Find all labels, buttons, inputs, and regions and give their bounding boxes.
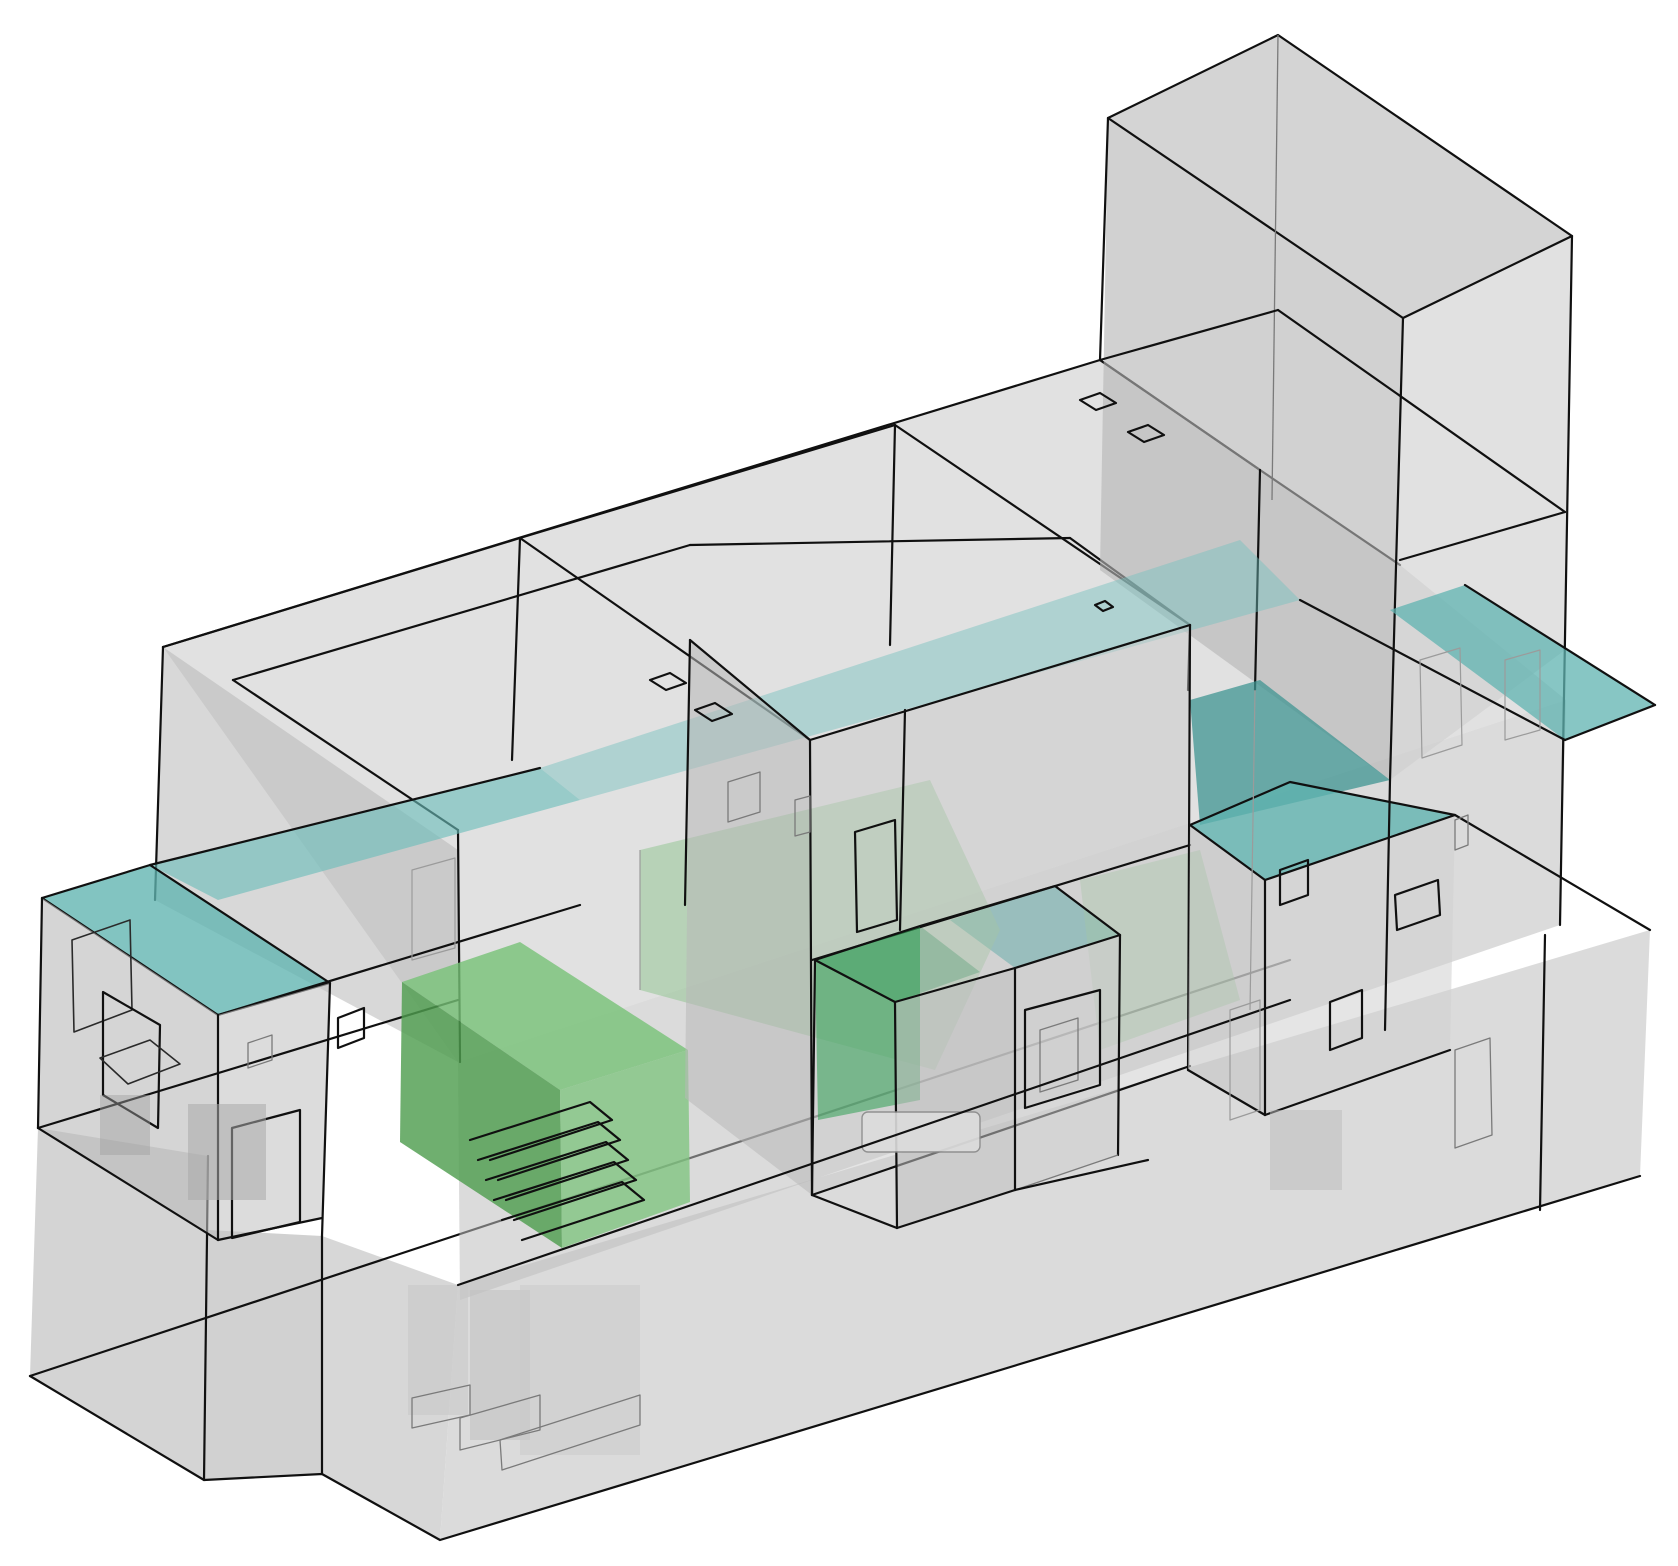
tower-back-edge (1271, 34, 1279, 501)
window-outline (247, 1034, 273, 1069)
window-outline (853, 818, 899, 934)
window-outline (99, 1039, 181, 1085)
roof-vents (648, 391, 1166, 723)
vent-outline (1126, 423, 1166, 444)
small-block-edge-5 (810, 1193, 899, 1230)
central-block-left (685, 640, 812, 1195)
left-wing-edge-4 (36, 1126, 220, 1242)
upper-vert-2 (888, 423, 897, 647)
window-outline (1278, 858, 1310, 907)
slab-edge-f (1563, 703, 1657, 742)
central-edge-3 (683, 638, 692, 907)
right-block-edge-6 (1453, 813, 1652, 932)
green-volume-right (560, 1050, 690, 1248)
left-wing-edge-1 (36, 896, 44, 1130)
upper-block-left-edge (153, 645, 165, 902)
right-block-front (1188, 825, 1265, 1115)
window-outline (1328, 988, 1364, 1052)
vent-outline (648, 671, 688, 692)
window-outline (794, 795, 811, 837)
vent-outline (693, 701, 734, 723)
corridor-floor-outline (499, 1394, 641, 1471)
slab-center-top (1190, 680, 1390, 825)
window-outline (336, 1006, 366, 1050)
central-edge-5 (808, 623, 1192, 742)
door-outline (1023, 988, 1102, 1110)
green-volume-top (402, 942, 688, 1090)
base-front-face (30, 1128, 208, 1480)
slab-edge-e (1463, 583, 1657, 707)
corridor-shaft (520, 1285, 640, 1455)
slab-edge-c (216, 903, 582, 1017)
tower-right-edge (1558, 234, 1574, 927)
tower-left-edge (1098, 116, 1110, 362)
green-volume-large (400, 942, 690, 1248)
base-step-face (204, 1230, 322, 1480)
fixture-block (100, 1095, 150, 1155)
slab-left-top (42, 865, 330, 1015)
fixture-block (188, 1104, 266, 1200)
central-edge-1 (688, 638, 812, 742)
left-wing-edge-3 (320, 981, 332, 1238)
right-block-edge-4 (1383, 778, 1392, 1032)
tower-vert-inner (1253, 468, 1262, 692)
small-block-front (895, 968, 1015, 1228)
bench-fixture (861, 1111, 981, 1153)
tower-ledge-2 (1276, 308, 1567, 514)
upper-inner-edge-b (231, 543, 692, 682)
small-block-edge-4 (810, 958, 817, 1197)
slab-right-top (1390, 585, 1655, 740)
right-block-edge-3 (1263, 1048, 1452, 1117)
tower-ledge-1 (1098, 308, 1280, 362)
fixture-block (1270, 1110, 1342, 1190)
window-outline (1039, 1017, 1079, 1093)
upper-vert-1 (510, 536, 522, 762)
central-edge-6 (898, 708, 907, 932)
small-block-edge-7 (1014, 1154, 1119, 1191)
left-wing-block (36, 896, 460, 1242)
door-outline (1454, 1037, 1493, 1149)
right-block-edge-5 (1538, 933, 1547, 1212)
window-outline (727, 771, 761, 823)
right-block-edge-2 (1186, 1068, 1267, 1117)
vent-outline (1078, 391, 1118, 412)
door-outline (230, 1108, 302, 1240)
small-block-side (1015, 935, 1120, 1190)
hidden-edges (411, 647, 1541, 1121)
tower-ledge-3 (1398, 510, 1567, 562)
upper-inner-edge-c (688, 536, 1072, 547)
stair-lines (468, 1100, 646, 1242)
corridor-shaft (408, 1285, 468, 1415)
vent-outline (1093, 599, 1115, 613)
central-edge-4 (1186, 623, 1192, 1072)
small-block-edge-6 (895, 1188, 1017, 1230)
small-block-edge-3 (1116, 933, 1122, 1157)
lower-corridor (408, 998, 1292, 1471)
upper-ridge-3 (161, 536, 522, 649)
window-outline (1454, 814, 1469, 851)
left-wing-front (38, 898, 218, 1240)
slab-edge-b (148, 766, 542, 867)
window-outline (1393, 878, 1442, 932)
tower-corner-edge (1388, 316, 1405, 782)
slab-left-strip (150, 768, 580, 900)
slab-edge-d (1298, 598, 1567, 742)
corridor-edge (456, 998, 1292, 1287)
upper-ridge-2 (518, 423, 897, 540)
green-volume-left (400, 982, 562, 1248)
tower-top (1108, 35, 1572, 318)
right-block (1186, 778, 1652, 1212)
corridor-floor-outline (459, 1394, 541, 1451)
center-small-block (810, 884, 1150, 1230)
small-block-edge-8 (1013, 1158, 1150, 1192)
